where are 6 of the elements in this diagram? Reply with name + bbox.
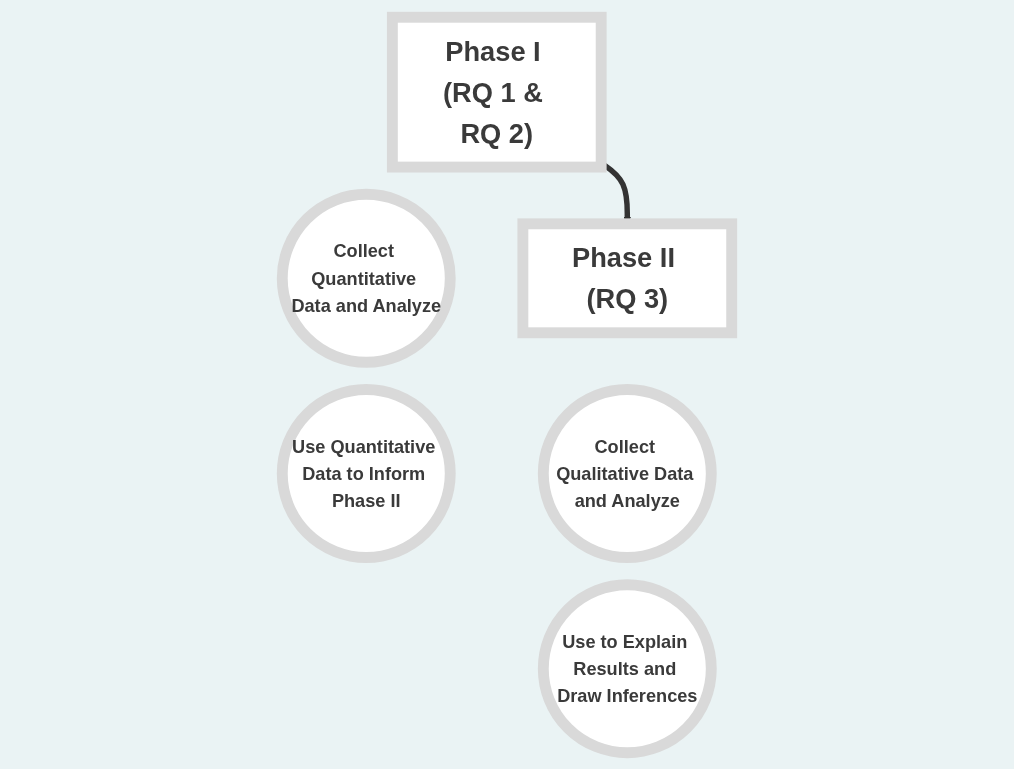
node-circle: Use to Explain Results and Draw Inferences xyxy=(537,578,717,758)
node-circle: Collect Qualitative Data and Analyze xyxy=(537,383,717,563)
node-box: Phase II (RQ 3) xyxy=(517,217,738,338)
node-box: Phase I (RQ 1 & RQ 2) xyxy=(386,11,607,173)
node-circle: Collect Quantitative Data and Analyze xyxy=(276,188,456,368)
node-circle: Use Quantitative Data to Inform Phase II xyxy=(276,383,456,563)
